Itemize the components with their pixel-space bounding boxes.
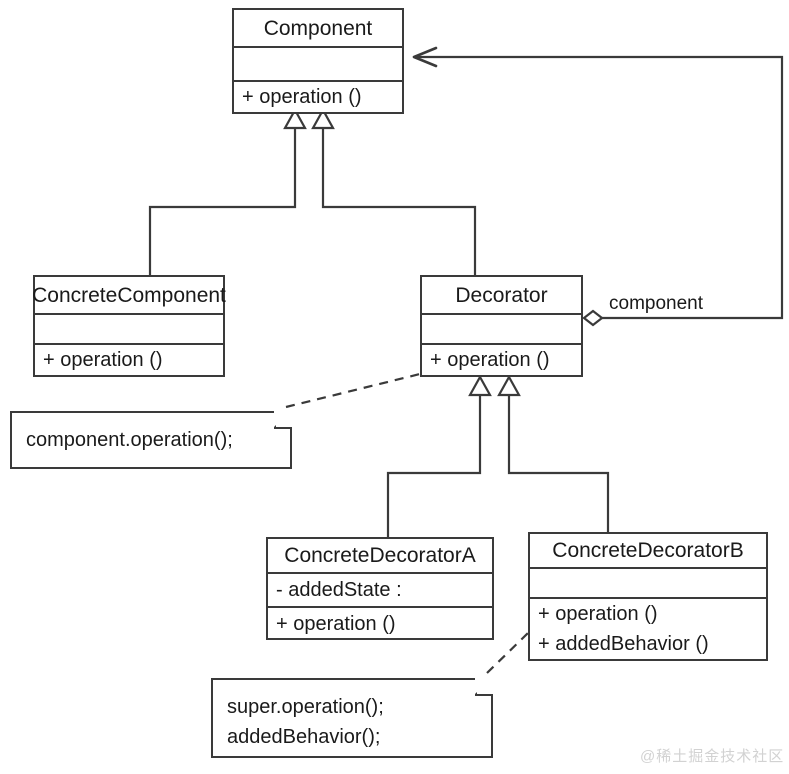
- class-operations-component: + operation (): [234, 82, 402, 112]
- note-concretedecoratorb-operation[interactable]: super.operation(); addedBehavior();: [211, 676, 493, 758]
- class-operations-decorator: + operation (): [422, 345, 581, 375]
- class-attributes-decorator: [422, 315, 581, 345]
- class-operations-concretedecoratorb: + operation () + addedBehavior (): [530, 599, 766, 659]
- note-body-concretedecoratorb-operation: super.operation(); addedBehavior();: [213, 680, 491, 752]
- generalization-decorator-to-component: [311, 107, 477, 275]
- class-name-concretecomponent: ConcreteComponent: [32, 277, 226, 315]
- class-attributes-component: [234, 48, 402, 82]
- class-method-concretecomponent-operation: + operation (): [43, 348, 163, 371]
- note-line: addedBehavior();: [227, 726, 381, 748]
- class-operations-concretedecoratora: + operation (): [268, 608, 492, 640]
- note-line: super.operation();: [227, 696, 384, 718]
- class-operations-concretecomponent: + operation (): [35, 345, 223, 375]
- class-method-concretedecoratora-operation: + operation (): [276, 612, 396, 635]
- generalization-concretedecoratorb-to-decorator: [497, 374, 610, 532]
- class-method-component-operation: + operation (): [242, 85, 362, 108]
- class-attributes-concretedecoratorb: [530, 569, 766, 599]
- note-line: component.operation();: [26, 429, 233, 451]
- class-box-concretedecoratora[interactable]: ConcreteDecoratorA - addedState : + oper…: [266, 537, 494, 640]
- class-box-concretedecoratorb[interactable]: ConcreteDecoratorB + operation () + adde…: [528, 532, 768, 661]
- generalization-concretecomponent-to-component: [148, 107, 307, 275]
- class-name-decorator: Decorator: [422, 277, 581, 315]
- note-decorator-operation[interactable]: component.operation();: [10, 409, 292, 469]
- generalization-concretedecoratora-to-decorator: [386, 374, 492, 537]
- class-attributes-concretedecoratora: - addedState :: [268, 574, 492, 608]
- class-attribute-concretedecoratora-addedstate: - addedState :: [276, 579, 402, 601]
- aggregation-decorator-to-component: [412, 46, 784, 327]
- note-body-decorator-operation: component.operation();: [12, 413, 290, 455]
- class-name-component: Component: [234, 10, 402, 48]
- class-box-decorator[interactable]: Decorator + operation (): [420, 275, 583, 377]
- note-fold-corner-icon: [475, 676, 493, 696]
- class-box-concretecomponent[interactable]: ConcreteComponent + operation (): [32, 275, 226, 377]
- watermark-text: @稀土掘金技术社区: [640, 748, 785, 765]
- class-method-decorator-operation: + operation (): [430, 348, 550, 371]
- class-name-concretedecoratorb: ConcreteDecoratorB: [530, 534, 766, 569]
- note-fold-corner-icon: [274, 409, 292, 429]
- class-method-concretedecoratorb-addedbehavior: + addedBehavior (): [538, 632, 709, 655]
- note-anchor-line-decorator: [285, 372, 421, 409]
- class-box-component[interactable]: Component + operation (): [232, 8, 404, 114]
- class-name-concretedecoratora: ConcreteDecoratorA: [268, 539, 492, 574]
- class-method-concretedecoratorb-operation: + operation (): [538, 602, 658, 625]
- edge-label-component-role: component: [609, 293, 704, 314]
- class-attributes-concretecomponent: [35, 315, 223, 345]
